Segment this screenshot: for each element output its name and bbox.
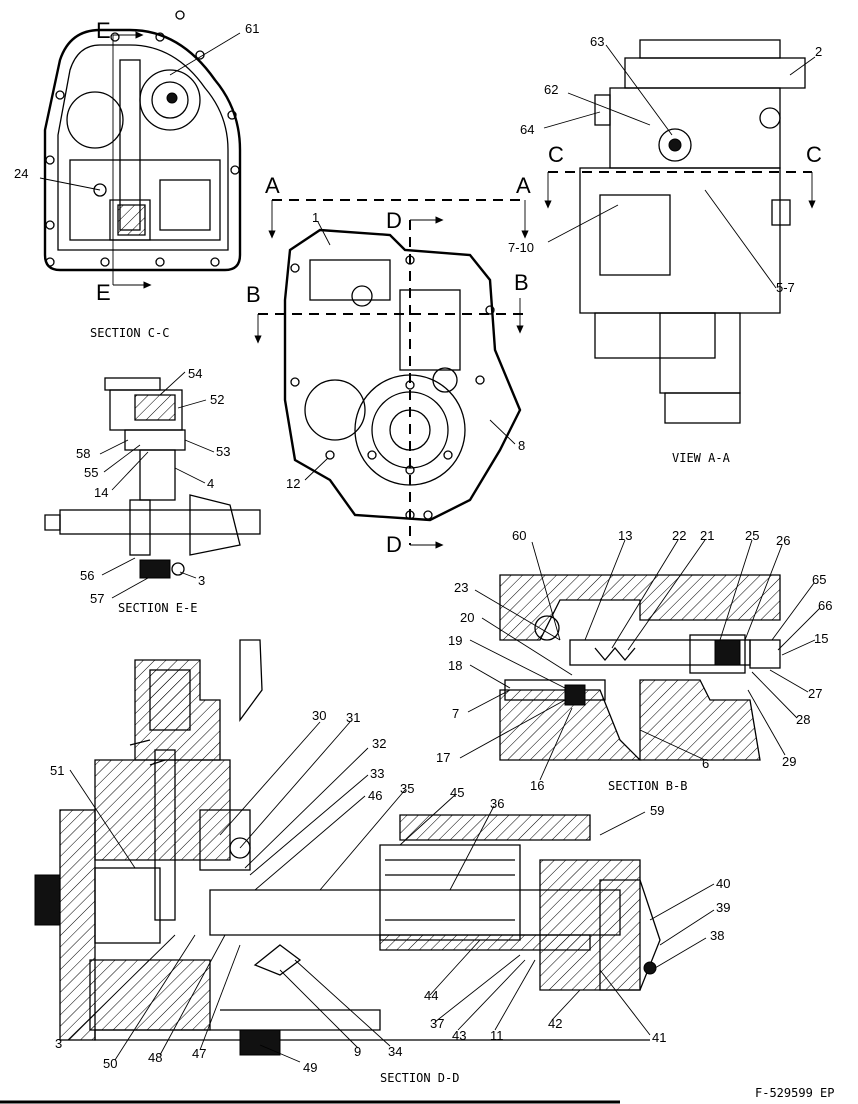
callout-24: 24 — [14, 166, 28, 181]
callout-54: 54 — [188, 366, 202, 381]
callout-36: 36 — [490, 796, 504, 811]
callout-25: 25 — [745, 528, 759, 543]
callout-59: 59 — [650, 803, 664, 818]
callout-52: 52 — [210, 392, 224, 407]
section-marker-d-top: D — [386, 208, 402, 233]
callout-34: 34 — [388, 1044, 402, 1059]
callout-60: 60 — [512, 528, 526, 543]
figure-id: F-529599 EP — [755, 1086, 834, 1100]
section-marker-d-bottom: D — [386, 532, 402, 557]
callout-18: 18 — [448, 658, 462, 673]
callout-55: 55 — [84, 465, 98, 480]
callout-37: 37 — [430, 1016, 444, 1031]
callout-39: 39 — [716, 900, 730, 915]
callout-44: 44 — [424, 988, 438, 1003]
caption-section-dd: SECTION D-D — [380, 1071, 459, 1085]
section-marker-c-right: C — [806, 142, 822, 167]
callout-27: 27 — [808, 686, 822, 701]
callout-49: 49 — [303, 1060, 317, 1075]
callout-46: 46 — [368, 788, 382, 803]
callout-9: 9 — [354, 1044, 361, 1059]
caption-section-ee: SECTION E-E — [118, 601, 197, 615]
section-marker-b-right: B — [514, 270, 529, 295]
callout-35: 35 — [400, 781, 414, 796]
callout-1: 1 — [312, 210, 319, 225]
callout-3a: 3 — [198, 573, 205, 588]
callout-63: 63 — [590, 34, 604, 49]
callout-4: 4 — [207, 476, 214, 491]
callout-12: 12 — [286, 476, 300, 491]
section-marker-e-top: E — [96, 18, 111, 43]
callout-16: 16 — [530, 778, 544, 793]
caption-view-aa: VIEW A-A — [672, 451, 731, 465]
callout-21: 21 — [700, 528, 714, 543]
section-cc-drawing: E E 61 24 SECTION C-C — [14, 10, 259, 340]
callout-14: 14 — [94, 485, 108, 500]
callout-62: 62 — [544, 82, 558, 97]
callout-17: 17 — [436, 750, 450, 765]
callout-22: 22 — [672, 528, 686, 543]
caption-section-cc: SECTION C-C — [90, 326, 169, 340]
callout-65: 65 — [812, 572, 826, 587]
callout-7-10: 7-10 — [508, 240, 534, 255]
callout-26: 26 — [776, 533, 790, 548]
callout-61: 61 — [245, 21, 259, 36]
callout-56: 56 — [80, 568, 94, 583]
callout-11: 11 — [490, 1028, 504, 1043]
callout-23: 23 — [454, 580, 468, 595]
section-dd-drawing: 30 31 32 33 46 35 45 36 59 51 40 39 38 3… — [34, 639, 730, 1085]
callout-30: 30 — [312, 708, 326, 723]
callout-29: 29 — [782, 754, 796, 769]
callout-32: 32 — [372, 736, 386, 751]
callout-58: 58 — [76, 446, 90, 461]
caption-section-bb: SECTION B-B — [608, 779, 687, 793]
callout-6: 6 — [702, 756, 709, 771]
callout-33: 33 — [370, 766, 384, 781]
callout-45: 45 — [450, 785, 464, 800]
callout-41: 41 — [652, 1030, 666, 1045]
callout-28: 28 — [796, 712, 810, 727]
section-marker-a-left: A — [265, 173, 280, 198]
callout-40: 40 — [716, 876, 730, 891]
section-marker-c-left: C — [548, 142, 564, 167]
callout-20: 20 — [460, 610, 474, 625]
section-ee-drawing: 54 52 58 53 55 14 4 56 57 3 SECTION E-E — [44, 366, 261, 615]
callout-64: 64 — [520, 122, 534, 137]
section-marker-a-right: A — [516, 173, 531, 198]
callout-15: 15 — [814, 631, 828, 646]
callout-19: 19 — [448, 633, 462, 648]
callout-38: 38 — [710, 928, 724, 943]
callout-50: 50 — [103, 1056, 117, 1071]
callout-31: 31 — [346, 710, 360, 725]
callout-47: 47 — [192, 1046, 206, 1061]
view-aa-drawing: C C 63 2 62 64 7-10 5-7 VIEW A-A — [508, 34, 822, 465]
callout-42: 42 — [548, 1016, 562, 1031]
section-bb-drawing: 60 13 22 21 25 26 65 66 15 23 20 19 18 7… — [436, 528, 832, 793]
section-marker-e-bottom: E — [96, 280, 111, 305]
center-view-drawing: A A B B D D 1 8 12 — [246, 173, 531, 557]
callout-8: 8 — [518, 438, 525, 453]
callout-2: 2 — [815, 44, 822, 59]
section-marker-b-left: B — [246, 282, 261, 307]
callout-53: 53 — [216, 444, 230, 459]
callout-48: 48 — [148, 1050, 162, 1065]
callout-13: 13 — [618, 528, 632, 543]
callout-66: 66 — [818, 598, 832, 613]
callout-43: 43 — [452, 1028, 466, 1043]
callout-3b: 3 — [55, 1036, 62, 1051]
callout-7: 7 — [452, 706, 459, 721]
callout-57: 57 — [90, 591, 104, 606]
callout-51: 51 — [50, 763, 64, 778]
callout-5-7: 5-7 — [776, 280, 795, 295]
